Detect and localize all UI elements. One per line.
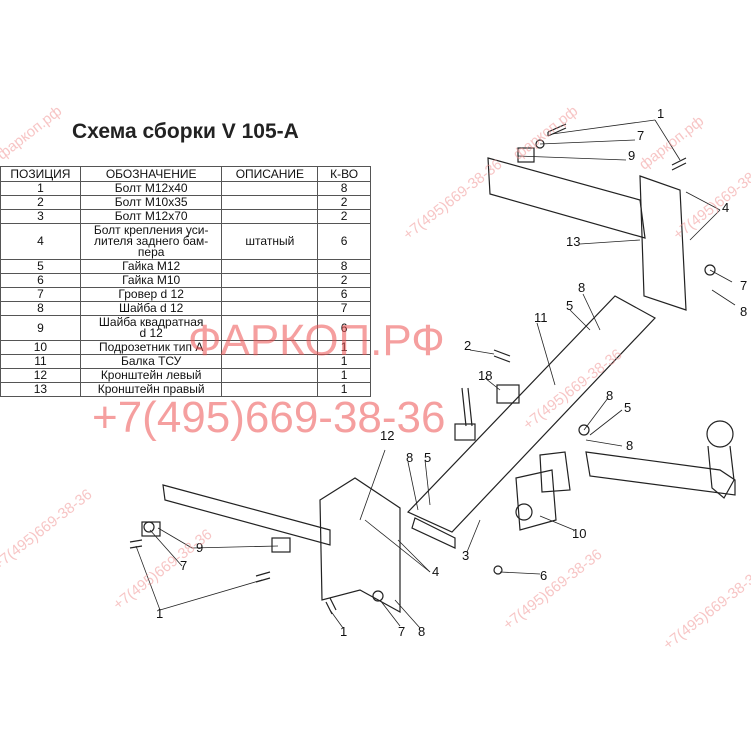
callout-number: 6 xyxy=(540,568,547,583)
callout-number: 13 xyxy=(566,234,580,249)
washer-8 xyxy=(578,424,590,436)
washer-7-bottom xyxy=(372,590,384,602)
callout-number: 7 xyxy=(398,624,405,639)
right-bracket-arm xyxy=(487,157,646,239)
cell-quantity: 6 xyxy=(317,315,371,341)
cell-description: штатный xyxy=(221,223,319,260)
bolt-1-top xyxy=(547,123,567,137)
callout-number: 12 xyxy=(380,428,394,443)
callout-number: 3 xyxy=(462,548,469,563)
socket-hole xyxy=(515,503,533,521)
callout-number: 9 xyxy=(628,148,635,163)
callout-number: 8 xyxy=(406,450,413,465)
beam-end-cap xyxy=(411,517,456,549)
square-washer-9b xyxy=(271,537,291,553)
right-bracket-plate xyxy=(639,175,687,311)
cell-designation: Болт М12х70 xyxy=(79,209,223,224)
cell-position: 13 xyxy=(0,382,81,397)
callout-number: 1 xyxy=(657,106,664,121)
callout-number: 4 xyxy=(722,200,729,215)
bolt-1-right xyxy=(671,157,687,171)
callout-number: 18 xyxy=(478,368,492,383)
callout-number: 5 xyxy=(424,450,431,465)
receiver xyxy=(539,451,571,493)
callout-number: 7 xyxy=(637,128,644,143)
cell-quantity: 2 xyxy=(317,209,371,224)
tow-ball xyxy=(706,420,734,448)
callout-number: 4 xyxy=(432,564,439,579)
tow-beam xyxy=(406,295,656,533)
callout-number: 8 xyxy=(626,438,633,453)
cell-quantity: 1 xyxy=(317,382,371,397)
callout-number: 1 xyxy=(340,624,347,639)
parts-table: ПОЗИЦИЯ ОБОЗНАЧЕНИЕ ОПИСАНИЕ К-ВО 1 Болт … xyxy=(0,166,371,397)
bolt-1-left-b xyxy=(255,571,271,583)
table-header-row: ПОЗИЦИЯ ОБОЗНАЧЕНИЕ ОПИСАНИЕ К-ВО xyxy=(0,166,371,182)
nut-6 xyxy=(493,565,503,575)
bolt-3 xyxy=(461,387,473,427)
left-bracket-plate xyxy=(319,477,401,614)
page-title: Схема сборки V 105-А xyxy=(72,120,299,143)
square-washer-18 xyxy=(496,384,520,404)
ball-arm xyxy=(585,451,736,496)
header-description: ОПИСАНИЕ xyxy=(221,166,319,182)
square-washer-1 xyxy=(517,147,535,163)
ball-neck xyxy=(707,445,735,499)
washer-7-left xyxy=(143,521,155,533)
callout-number: 7 xyxy=(740,278,747,293)
callout-number: 8 xyxy=(418,624,425,639)
socket-plate xyxy=(515,469,557,531)
cell-designation: Кронштейн правый xyxy=(79,382,223,397)
callout-number: 8 xyxy=(578,280,585,295)
callout-number: 10 xyxy=(572,526,586,541)
cell-designation: Болт крепления уси-лителя заднего бам-пе… xyxy=(79,223,223,260)
header-designation: ОБОЗНАЧЕНИЕ xyxy=(79,166,223,182)
callout-number: 8 xyxy=(740,304,747,319)
callout-number: 8 xyxy=(606,388,613,403)
cell-designation: Гровер d 12 xyxy=(79,287,223,302)
callout-number: 2 xyxy=(464,338,471,353)
cell-designation: Шайба d 12 xyxy=(79,301,223,316)
left-bracket-arm xyxy=(162,484,331,546)
callout-number: 9 xyxy=(196,540,203,555)
cell-description xyxy=(221,382,319,397)
callout-number: 1 xyxy=(156,606,163,621)
square-washer-18b xyxy=(454,423,476,441)
cell-designation: Кронштейн левый xyxy=(79,368,223,383)
callout-number: 11 xyxy=(534,310,548,325)
bolt-2 xyxy=(493,349,511,363)
callout-number: 7 xyxy=(180,558,187,573)
callout-number: 5 xyxy=(566,298,573,313)
cell-quantity: 7 xyxy=(317,301,371,316)
callout-number: 5 xyxy=(624,400,631,415)
washer-7-right xyxy=(704,264,716,276)
